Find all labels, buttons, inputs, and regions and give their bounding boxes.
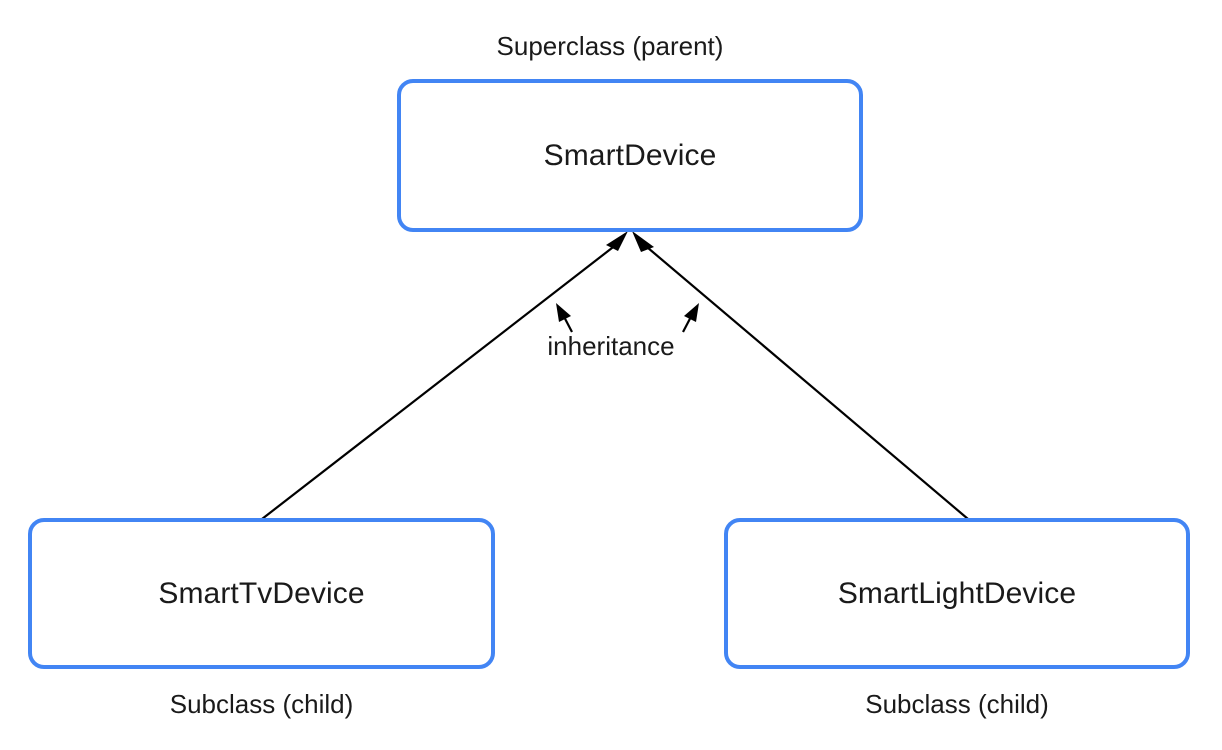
inheritance-arrow-smarttvdevice	[261, 231, 628, 520]
inheritance-line-left	[261, 240, 622, 520]
subclass-caption-left: Subclass (child)	[169, 689, 354, 719]
class-box-smartlightdevice[interactable]: SmartLightDevice	[724, 518, 1190, 669]
inheritance-pointer-left-icon	[556, 303, 573, 333]
inheritance-pointer-right-icon	[682, 303, 699, 333]
pointer-right-head	[684, 303, 699, 322]
inheritance-arrow-smartlightdevice	[632, 231, 969, 520]
inheritance-line-right	[640, 241, 969, 520]
class-box-smarttvdevice[interactable]: SmartTvDevice	[28, 518, 495, 669]
class-name-smartlightdevice: SmartLightDevice	[837, 576, 1077, 610]
class-name-smartdevice: SmartDevice	[543, 138, 717, 172]
inheritance-arrowhead-left	[606, 231, 628, 251]
superclass-caption: Superclass (parent)	[496, 31, 724, 61]
inheritance-arrowhead-right	[632, 231, 654, 252]
class-box-smartdevice[interactable]: SmartDevice	[397, 79, 863, 232]
subclass-caption-right: Subclass (child)	[865, 689, 1049, 719]
inheritance-label: inheritance	[547, 331, 675, 361]
pointer-left-head	[556, 303, 571, 322]
class-name-smarttvdevice: SmartTvDevice	[158, 576, 365, 610]
